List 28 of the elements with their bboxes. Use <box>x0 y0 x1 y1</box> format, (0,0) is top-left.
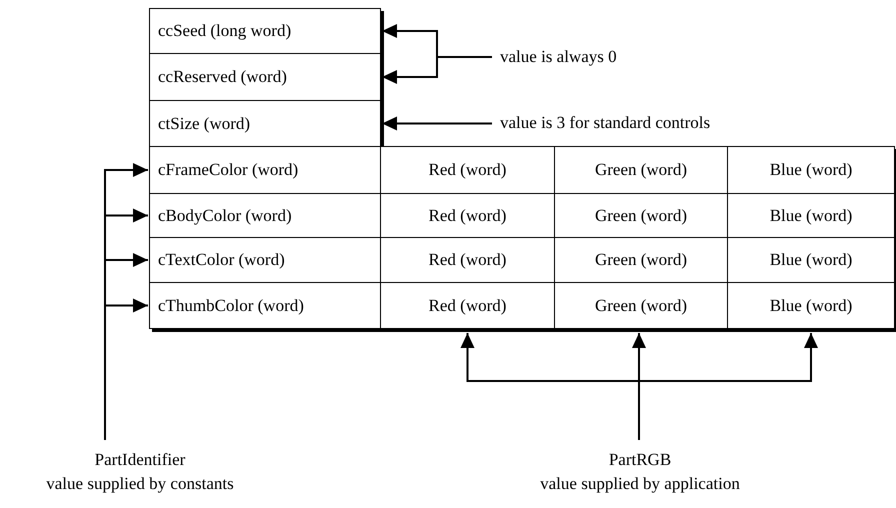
field-name-cell: ccReserved (word) <box>149 53 381 101</box>
field-name-cell: cFrameColor (word) <box>149 146 381 194</box>
part-name: PartIdentifier <box>94 449 186 471</box>
arrow <box>104 298 148 440</box>
value-cell: Blue (word) <box>727 146 895 194</box>
field-name-cell: cThumbColor (word) <box>149 282 381 329</box>
field-name-cell: cTextColor (word) <box>149 237 381 283</box>
value-cell: Green (word) <box>554 282 728 329</box>
value-cell: Red (word) <box>380 193 555 238</box>
value-cell: Green (word) <box>554 146 728 194</box>
value-cell: Blue (word) <box>727 193 895 238</box>
value-cell: Red (word) <box>380 146 555 194</box>
field-name-cell: ccSeed (long word) <box>149 8 381 54</box>
field-name-cell: ctSize (word) <box>149 100 381 147</box>
caption-text: value supplied by constants <box>46 473 234 495</box>
arrow <box>638 333 818 440</box>
value-cell: Red (word) <box>380 282 555 329</box>
field-name-cell: cBodyColor (word) <box>149 193 381 238</box>
annotation-text: value is always 0 <box>500 46 617 68</box>
value-cell: Blue (word) <box>727 282 895 329</box>
part-name: PartRGB <box>608 449 672 471</box>
arrow <box>382 116 492 130</box>
annotation-text: value is 3 for standard controls <box>500 112 710 134</box>
value-cell: Red (word) <box>380 237 555 283</box>
value-cell: Green (word) <box>554 237 728 283</box>
value-cell: Blue (word) <box>727 237 895 283</box>
value-cell: Green (word) <box>554 193 728 238</box>
caption-text: value supplied by application <box>540 473 740 495</box>
